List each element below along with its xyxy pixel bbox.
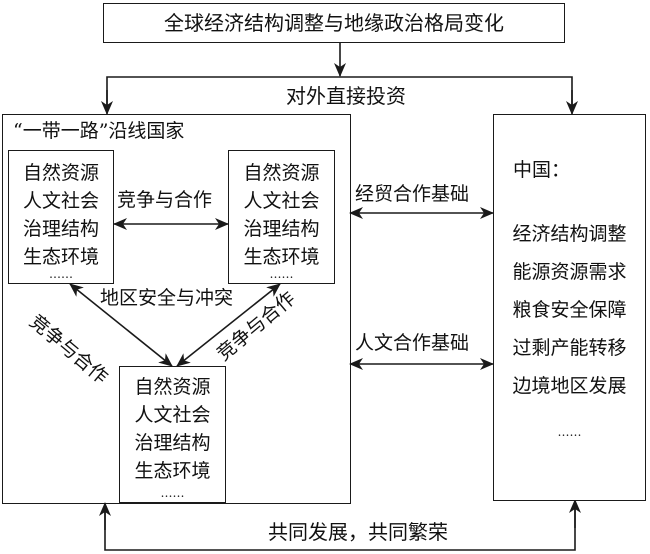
country-item: 自然资源: [243, 162, 320, 184]
link-label-a-b: 竞争与合作: [117, 189, 213, 211]
country-item: 治理结构: [22, 218, 99, 240]
fdi-label: 对外直接投资: [286, 84, 406, 108]
china-title: 中国：: [513, 159, 571, 181]
belt-road-title: “一带一路”沿线国家: [13, 120, 185, 142]
china-item: 粮食安全保障: [512, 299, 627, 321]
country-item: 人文社会: [22, 190, 99, 212]
china-item: 经济结构调整: [512, 223, 627, 245]
country-item: 生态环境: [22, 246, 99, 268]
country-item: 人文社会: [134, 404, 211, 426]
china-item: 过剩产能转移: [512, 337, 627, 359]
china-ellipsis: ……: [557, 425, 582, 439]
country-item: 自然资源: [22, 162, 99, 184]
cultural-link-label: 人文合作基础: [355, 332, 470, 354]
country-box-c: 自然资源 人文社会 治理结构 生态环境 ……: [119, 366, 226, 503]
economic-link-label: 经贸合作基础: [355, 183, 470, 205]
country-item: 治理结构: [243, 218, 320, 240]
belt-road-box: “一带一路”沿线国家: [2, 114, 351, 504]
country-item: 自然资源: [134, 376, 211, 398]
arrow-country-b-c: [176, 283, 281, 367]
center-label: 地区安全与冲突: [100, 287, 234, 309]
country-box-b: 自然资源 人文社会 治理结构 生态环境 ……: [228, 150, 335, 284]
country-ellipsis: ……: [269, 267, 294, 281]
country-item: 生态环境: [134, 460, 211, 482]
country-ellipsis: ……: [49, 267, 73, 281]
china-box: 中国： 经济结构调整 能源资源需求 粮食安全保障 过剩产能转移 边境地区发展 ……: [493, 114, 646, 501]
country-item: 治理结构: [134, 432, 211, 454]
china-item: 边境地区发展: [512, 375, 627, 397]
china-item: 能源资源需求: [512, 261, 627, 283]
country-item: 生态环境: [243, 246, 320, 268]
country-box-a: 自然资源 人文社会 治理结构 生态环境 ……: [8, 150, 114, 284]
bottom-label: 共同发展，共同繁荣: [268, 520, 448, 544]
global-change-title: 全球经济结构调整与地缘政治格局变化: [164, 11, 504, 35]
arrow-country-a-c: [69, 283, 173, 367]
country-item: 人文社会: [243, 190, 320, 212]
global-change-box: 全球经济结构调整与地缘政治格局变化: [103, 3, 565, 43]
country-ellipsis: ……: [160, 486, 185, 500]
